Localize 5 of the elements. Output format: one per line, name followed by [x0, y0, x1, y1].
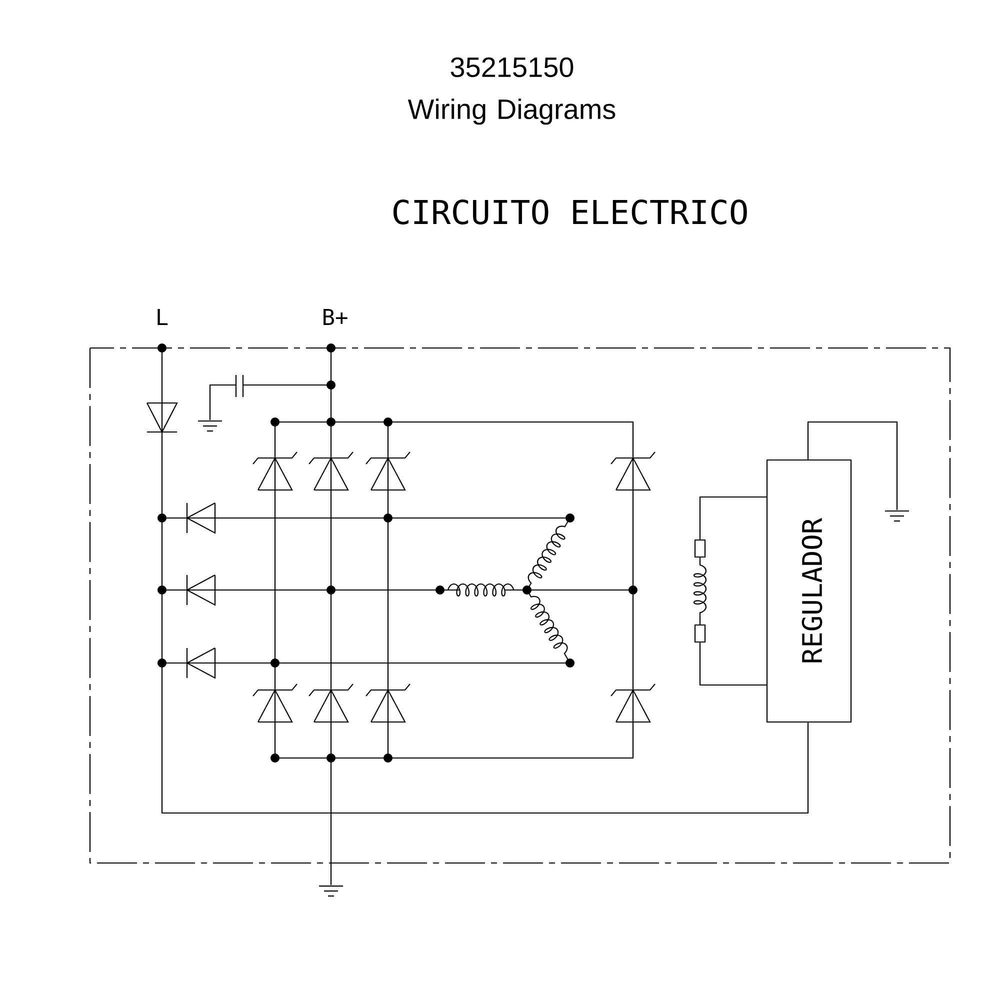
heading: CIRCUITO ELECTRICO [393, 200, 747, 224]
terminal-label: L [158, 308, 168, 326]
title: 35215150 Wiring Diagrams [408, 57, 616, 125]
terminal-label: B+ [324, 308, 348, 326]
regulator-box: REGULADOR [766, 459, 852, 723]
